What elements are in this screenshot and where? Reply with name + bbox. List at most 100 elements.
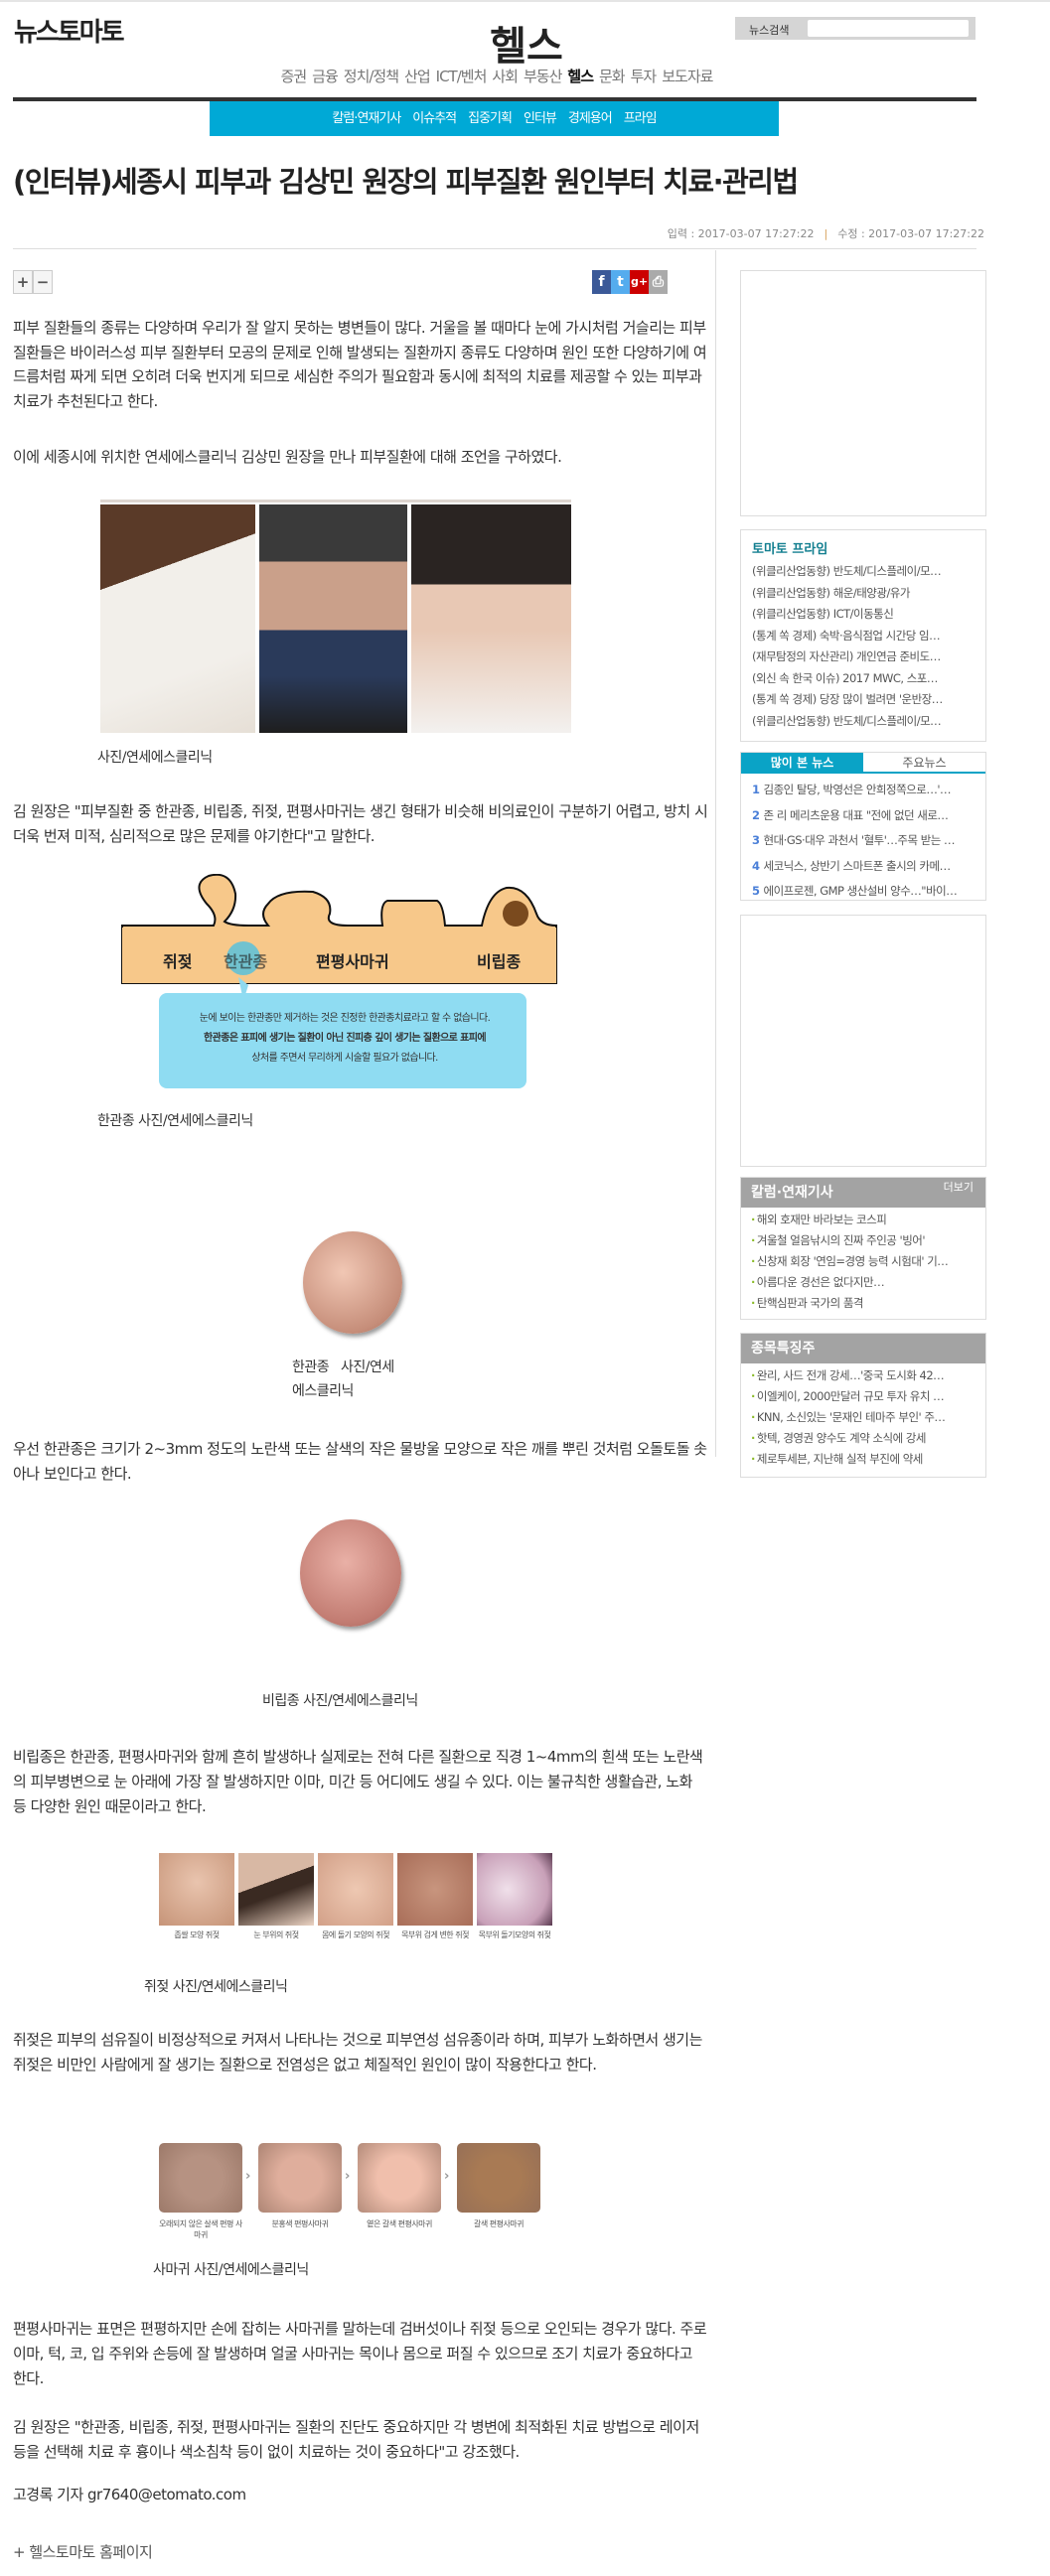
nav-item[interactable]: 사회 bbox=[492, 68, 519, 85]
stock-item[interactable]: 완리, 사드 전개 강세…'중국 도시화 42… bbox=[751, 1365, 975, 1386]
diagram-note-line: 상처를 주면서 무리하게 시술할 필요가 없습니다. bbox=[251, 1053, 438, 1064]
nav-item[interactable]: 증권 bbox=[280, 68, 308, 85]
skin-photo-image bbox=[159, 1853, 234, 1926]
subnav-item[interactable]: 집중기획 bbox=[468, 111, 513, 126]
skin-photo-label: 목부위 돌기모양의 쥐젖 bbox=[478, 1931, 551, 1939]
skin-photo-label: 몸에 돌기 모양의 쥐젖 bbox=[322, 1931, 389, 1939]
site-logo[interactable]: 뉴스토마토 bbox=[14, 18, 125, 48]
prime-item[interactable]: (위클리산업동향) 해운/태양광/유가 bbox=[752, 585, 911, 600]
search-input[interactable] bbox=[808, 20, 969, 37]
prime-title: 토마토 프라임 bbox=[752, 542, 828, 557]
subnav-item[interactable]: 이슈추적 bbox=[412, 111, 457, 126]
wart-photo-image bbox=[457, 2143, 540, 2213]
share-buttons: f t g+ ⎙ bbox=[592, 270, 668, 294]
skin-photo-label: 목부위 검게 변한 쥐젖 bbox=[401, 1931, 469, 1939]
print-icon[interactable]: ⎙ bbox=[649, 270, 668, 294]
diagram-label: 편평사마귀 bbox=[316, 952, 389, 971]
article-paragraph: 쥐젖은 피부의 섬유질이 비정상적으로 커져서 나타나는 것으로 피부연성 섬유… bbox=[13, 2031, 702, 2074]
column-item[interactable]: 겨울철 얼음낚시의 진짜 주인공 '빙어' bbox=[751, 1230, 975, 1251]
article-title: (인터뷰)세종시 피부과 김상민 원장의 피부질환 원인부터 치료·관리법 bbox=[13, 165, 799, 199]
article-paragraph: 우선 한관종은 크기가 2~3mm 정도의 노란색 또는 살색의 작은 물방울 … bbox=[13, 1440, 707, 1483]
font-size-controls: + − bbox=[13, 270, 53, 294]
prime-item[interactable]: (재무탐정의 자산관리) 개인연금 준비도… bbox=[752, 649, 941, 663]
prime-item[interactable]: (위클리산업동향) 반도체/디스플레이/모… bbox=[752, 713, 942, 728]
twitter-icon[interactable]: t bbox=[611, 270, 630, 294]
skin-tag-photo: 눈 부위의 쥐젖 bbox=[238, 1853, 314, 1940]
prime-item[interactable]: (통계 쏙 경제) 당장 많이 벌려면 '운반장… bbox=[752, 692, 943, 706]
photo-caption: 비립종 사진/연세에스클리닉 bbox=[262, 1693, 418, 1709]
nav-item[interactable]: 정치/정책 bbox=[343, 68, 399, 85]
tab-main-news[interactable]: 주요뉴스 bbox=[902, 756, 947, 770]
skin-tag-photo: 목부위 돌기모양의 쥐젖 bbox=[477, 1853, 552, 1940]
arrow-icon: › bbox=[345, 2169, 351, 2184]
stocks-box: 종목특징주 완리, 사드 전개 강세…'중국 도시화 42…이엘케이, 2000… bbox=[740, 1333, 986, 1478]
modified-date: 수정 : 2017-03-07 17:27:22 bbox=[837, 227, 984, 240]
stocks-header: 종목특징주 bbox=[741, 1334, 985, 1363]
diagram-note-line: 한관종은 표피에 생기는 질환이 아닌 진피층 깊이 생기는 질환으로 표피에 bbox=[204, 1033, 487, 1044]
wart-photo-image bbox=[258, 2143, 342, 2213]
tab-most-viewed[interactable]: 많이 본 뉴스 bbox=[741, 753, 863, 772]
nav-item[interactable]: 산업 bbox=[404, 68, 431, 85]
section-title[interactable]: 헬스 bbox=[490, 24, 563, 70]
subnav-item[interactable]: 인터뷰 bbox=[523, 111, 557, 126]
prime-list: (위클리산업동향) 반도체/디스플레이/모… (위클리산업동향) 해운/태양광/유… bbox=[752, 561, 975, 732]
tomato-prime-box: 토마토 프라임 (위클리산업동향) 반도체/디스플레이/모…(위클리산업동향) … bbox=[740, 529, 986, 742]
nav-item[interactable]: 금융 bbox=[312, 68, 339, 85]
clinic-photo-3 bbox=[411, 504, 571, 733]
more-link[interactable]: 더보기 bbox=[943, 1181, 974, 1194]
news-tabs: 많이 본 뉴스 주요뉴스 bbox=[741, 753, 985, 774]
article-paragraph: 편평사마귀는 표면은 편평하지만 손에 잡히는 사마귀를 말하는데 검버섯이나 … bbox=[13, 2320, 707, 2387]
column-item[interactable]: 신창재 회장 '연임=경영 능력 시험대' 기… bbox=[751, 1251, 975, 1272]
facebook-icon[interactable]: f bbox=[592, 270, 611, 294]
font-decrease-button[interactable]: − bbox=[33, 270, 53, 294]
stock-item[interactable]: 핫텍, 경영권 양수도 계약 소식에 강세 bbox=[751, 1428, 975, 1449]
syringoma-photo bbox=[303, 1231, 402, 1334]
rank-number: 5 bbox=[752, 884, 760, 898]
column-item[interactable]: 탄핵심판과 국가의 품격 bbox=[751, 1293, 975, 1314]
wart-photo: 옅은 갈색 편평사마귀 bbox=[358, 2143, 441, 2229]
skin-photo-label: 좁쌀 모양 쥐젖 bbox=[174, 1931, 220, 1939]
ad-banner[interactable] bbox=[740, 915, 986, 1167]
nav-item[interactable]: ICT/벤처 bbox=[435, 68, 488, 85]
stock-item[interactable]: 제로투세븐, 지난해 실적 부진에 약세 bbox=[751, 1449, 975, 1470]
caption-line: 에스클리닉 bbox=[292, 1383, 354, 1399]
column-item[interactable]: 아름다운 경선은 없다지만… bbox=[751, 1272, 975, 1293]
stocks-title: 종목특징주 bbox=[751, 1341, 816, 1357]
skin-photo-image bbox=[238, 1853, 314, 1926]
wart-photo-label: 갈색 편평사마귀 bbox=[473, 2219, 525, 2228]
stock-item[interactable]: 이엘케이, 2000만달러 규모 투자 유치 … bbox=[751, 1386, 975, 1407]
skin-layer-illustration bbox=[121, 873, 557, 1088]
wart-photo-label: 옅은 갈색 편평사마귀 bbox=[367, 2219, 432, 2228]
rank-number: 3 bbox=[752, 833, 760, 847]
ad-banner[interactable] bbox=[740, 270, 986, 516]
nav-item[interactable]: 보도자료 bbox=[662, 68, 713, 85]
nav-item[interactable]: 문화 bbox=[599, 68, 626, 85]
caption-line: 한관종 사진/연세 bbox=[292, 1360, 394, 1375]
nav-item[interactable]: 투자 bbox=[630, 68, 658, 85]
subnav-item[interactable]: 칼럼·연재기사 bbox=[332, 111, 401, 126]
news-title: 에이프로젠, GMP 생산설비 양수…"바이… bbox=[763, 884, 958, 898]
nav-item[interactable]: 부동산 bbox=[523, 68, 562, 85]
subnav-item[interactable]: 프라임 bbox=[623, 111, 658, 126]
subnav-item[interactable]: 경제용어 bbox=[567, 111, 613, 126]
skin-photo-image bbox=[397, 1853, 473, 1926]
prime-item[interactable]: (위클리산업동향) ICT/이동통신 bbox=[752, 607, 894, 621]
prime-item[interactable]: (위클리산업동향) 반도체/디스플레이/모… bbox=[752, 564, 942, 578]
prime-item[interactable]: (통계 쏙 경제) 숙박·음식점업 시간당 임… bbox=[752, 628, 941, 643]
health-tomato-homepage-link[interactable]: + 헬스토마토 홈페이지 bbox=[13, 2543, 153, 2561]
nav-item[interactable]: 헬스 bbox=[567, 68, 594, 85]
news-title: 세코닉스, 상반기 스마트폰 출시의 카메… bbox=[763, 858, 952, 873]
column-item[interactable]: 해외 호재만 바라보는 코스피 bbox=[751, 1210, 975, 1230]
prime-item[interactable]: (외신 속 한국 이슈) 2017 MWC, 스포… bbox=[752, 670, 938, 685]
news-title: 현대·GS·대우 과천서 '혈투'…주목 받는 … bbox=[763, 833, 956, 847]
googleplus-icon[interactable]: g+ bbox=[630, 270, 649, 294]
stock-item[interactable]: KNN, 소신있는 '문재인 테마주 부인' 주… bbox=[751, 1407, 975, 1428]
font-increase-button[interactable]: + bbox=[13, 270, 33, 294]
